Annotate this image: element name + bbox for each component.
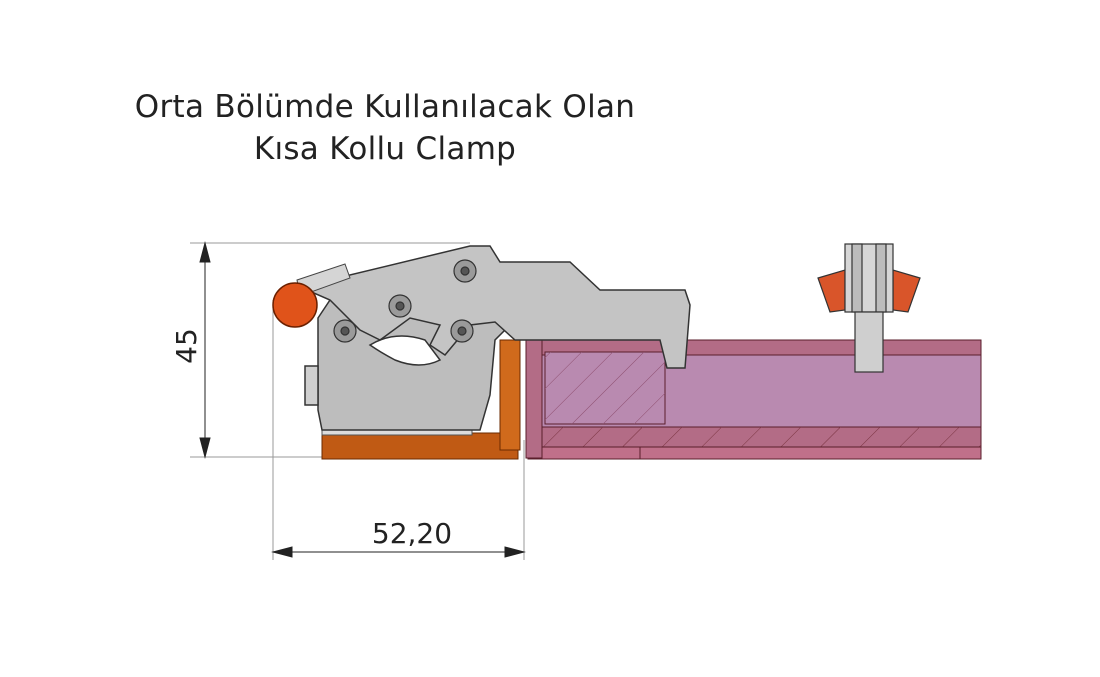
diagram-title-line2: Kısa Kollu Clamp — [253, 131, 517, 167]
handle-knob — [272, 282, 318, 328]
frame-panel — [525, 339, 982, 460]
clamp-handle — [272, 263, 351, 328]
width-dimension-label: 52,20 — [371, 517, 453, 550]
diagram-title-line1: Orta Bölümde Kullanılacak Olan — [134, 89, 636, 125]
height-dimension — [190, 241, 470, 459]
clamp-rivets — [333, 259, 477, 343]
height-dimension-label: 45 — [170, 328, 203, 364]
width-dimension — [271, 300, 526, 560]
clamp-arm — [297, 245, 691, 369]
wing-nut-assembly — [817, 243, 921, 373]
